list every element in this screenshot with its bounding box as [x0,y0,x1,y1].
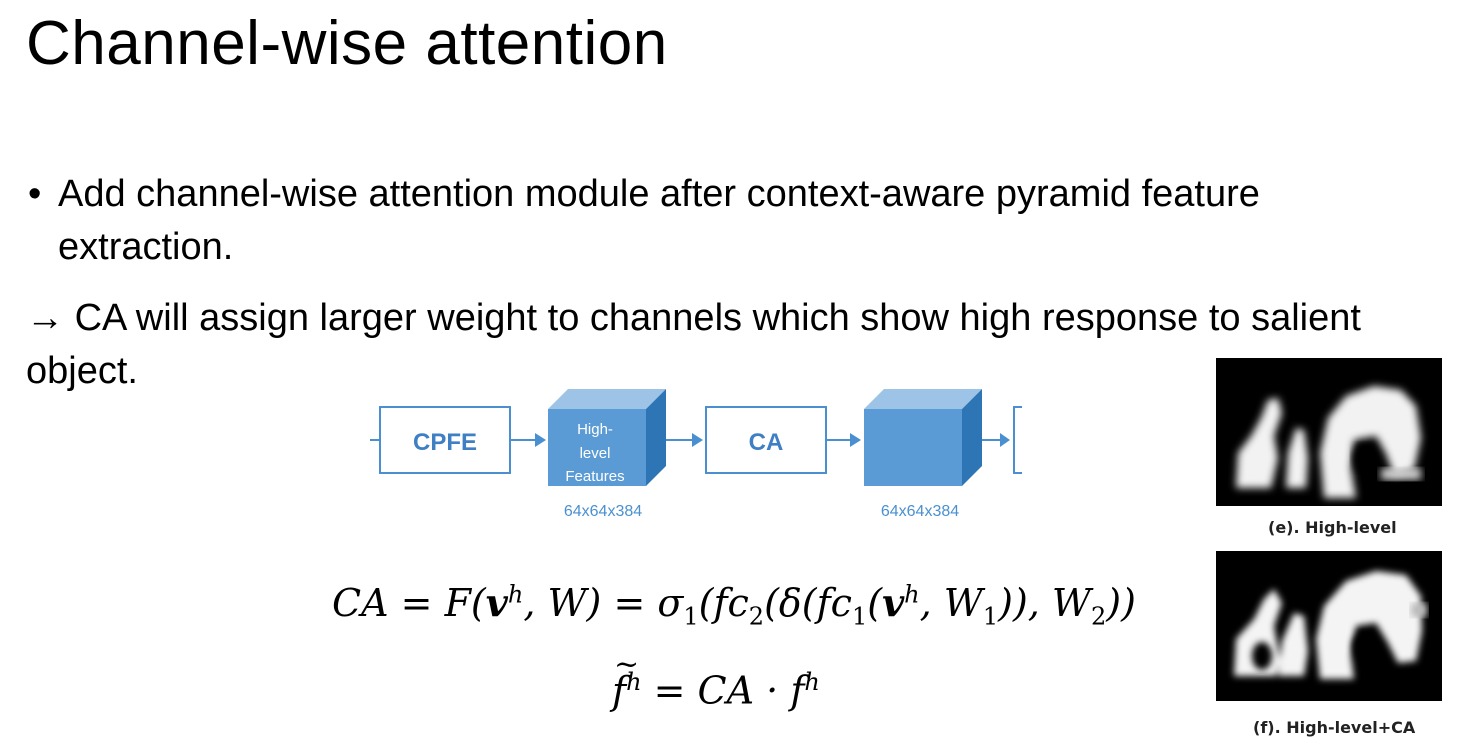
bullet-marker: • [28,173,42,215]
arrow-point-text: CA will assign larger weight to channels… [26,297,1361,392]
cube1-top [548,389,666,409]
cube2-dims: 64x64x384 [881,503,959,520]
equation-f-tilde: ~ f h = CA · fh [612,646,820,713]
arrow-2-head [692,433,703,447]
arrow-symbol: → [26,297,64,339]
slide-title: Channel-wise attention [26,9,668,78]
cube2-front [864,409,962,486]
cube1-label-line2: level [580,445,611,462]
next-box-edge [1013,406,1022,474]
arrow-3-head [850,433,861,447]
saliency-map-high-level-ca [1216,551,1442,701]
bullet-item: • Add channel-wise attention module afte… [28,168,1428,274]
cube1-side [646,389,666,486]
caption-high-level: (e). High-level [1268,518,1397,537]
bullet-text: Add channel-wise attention module after … [58,173,1260,268]
caption-high-level-ca: (f). High-level+CA [1253,718,1416,737]
cube2-side [962,389,982,486]
cube2-top [864,389,982,409]
arrow-1-head [535,433,546,447]
cube1-label-line3: Features [565,468,624,485]
saliency-map-high-level [1216,358,1442,506]
ca-pipeline-diagram: CPFE High- level Features 64x64x384 CA 6… [370,389,1022,520]
arrow-4-head [1000,433,1010,447]
arrow-point: → CA will assign larger weight to channe… [26,292,1446,398]
cube1-dims: 64x64x384 [564,503,642,520]
cube1-front [548,409,646,486]
cube1-label-line1: High- [577,421,613,438]
equation-ca: CA = F(vh, W) = σ1(fc2(δ(fc1(vh, W1)), W… [332,580,1136,631]
ca-label: CA [749,429,784,456]
cpfe-label: CPFE [413,429,477,456]
